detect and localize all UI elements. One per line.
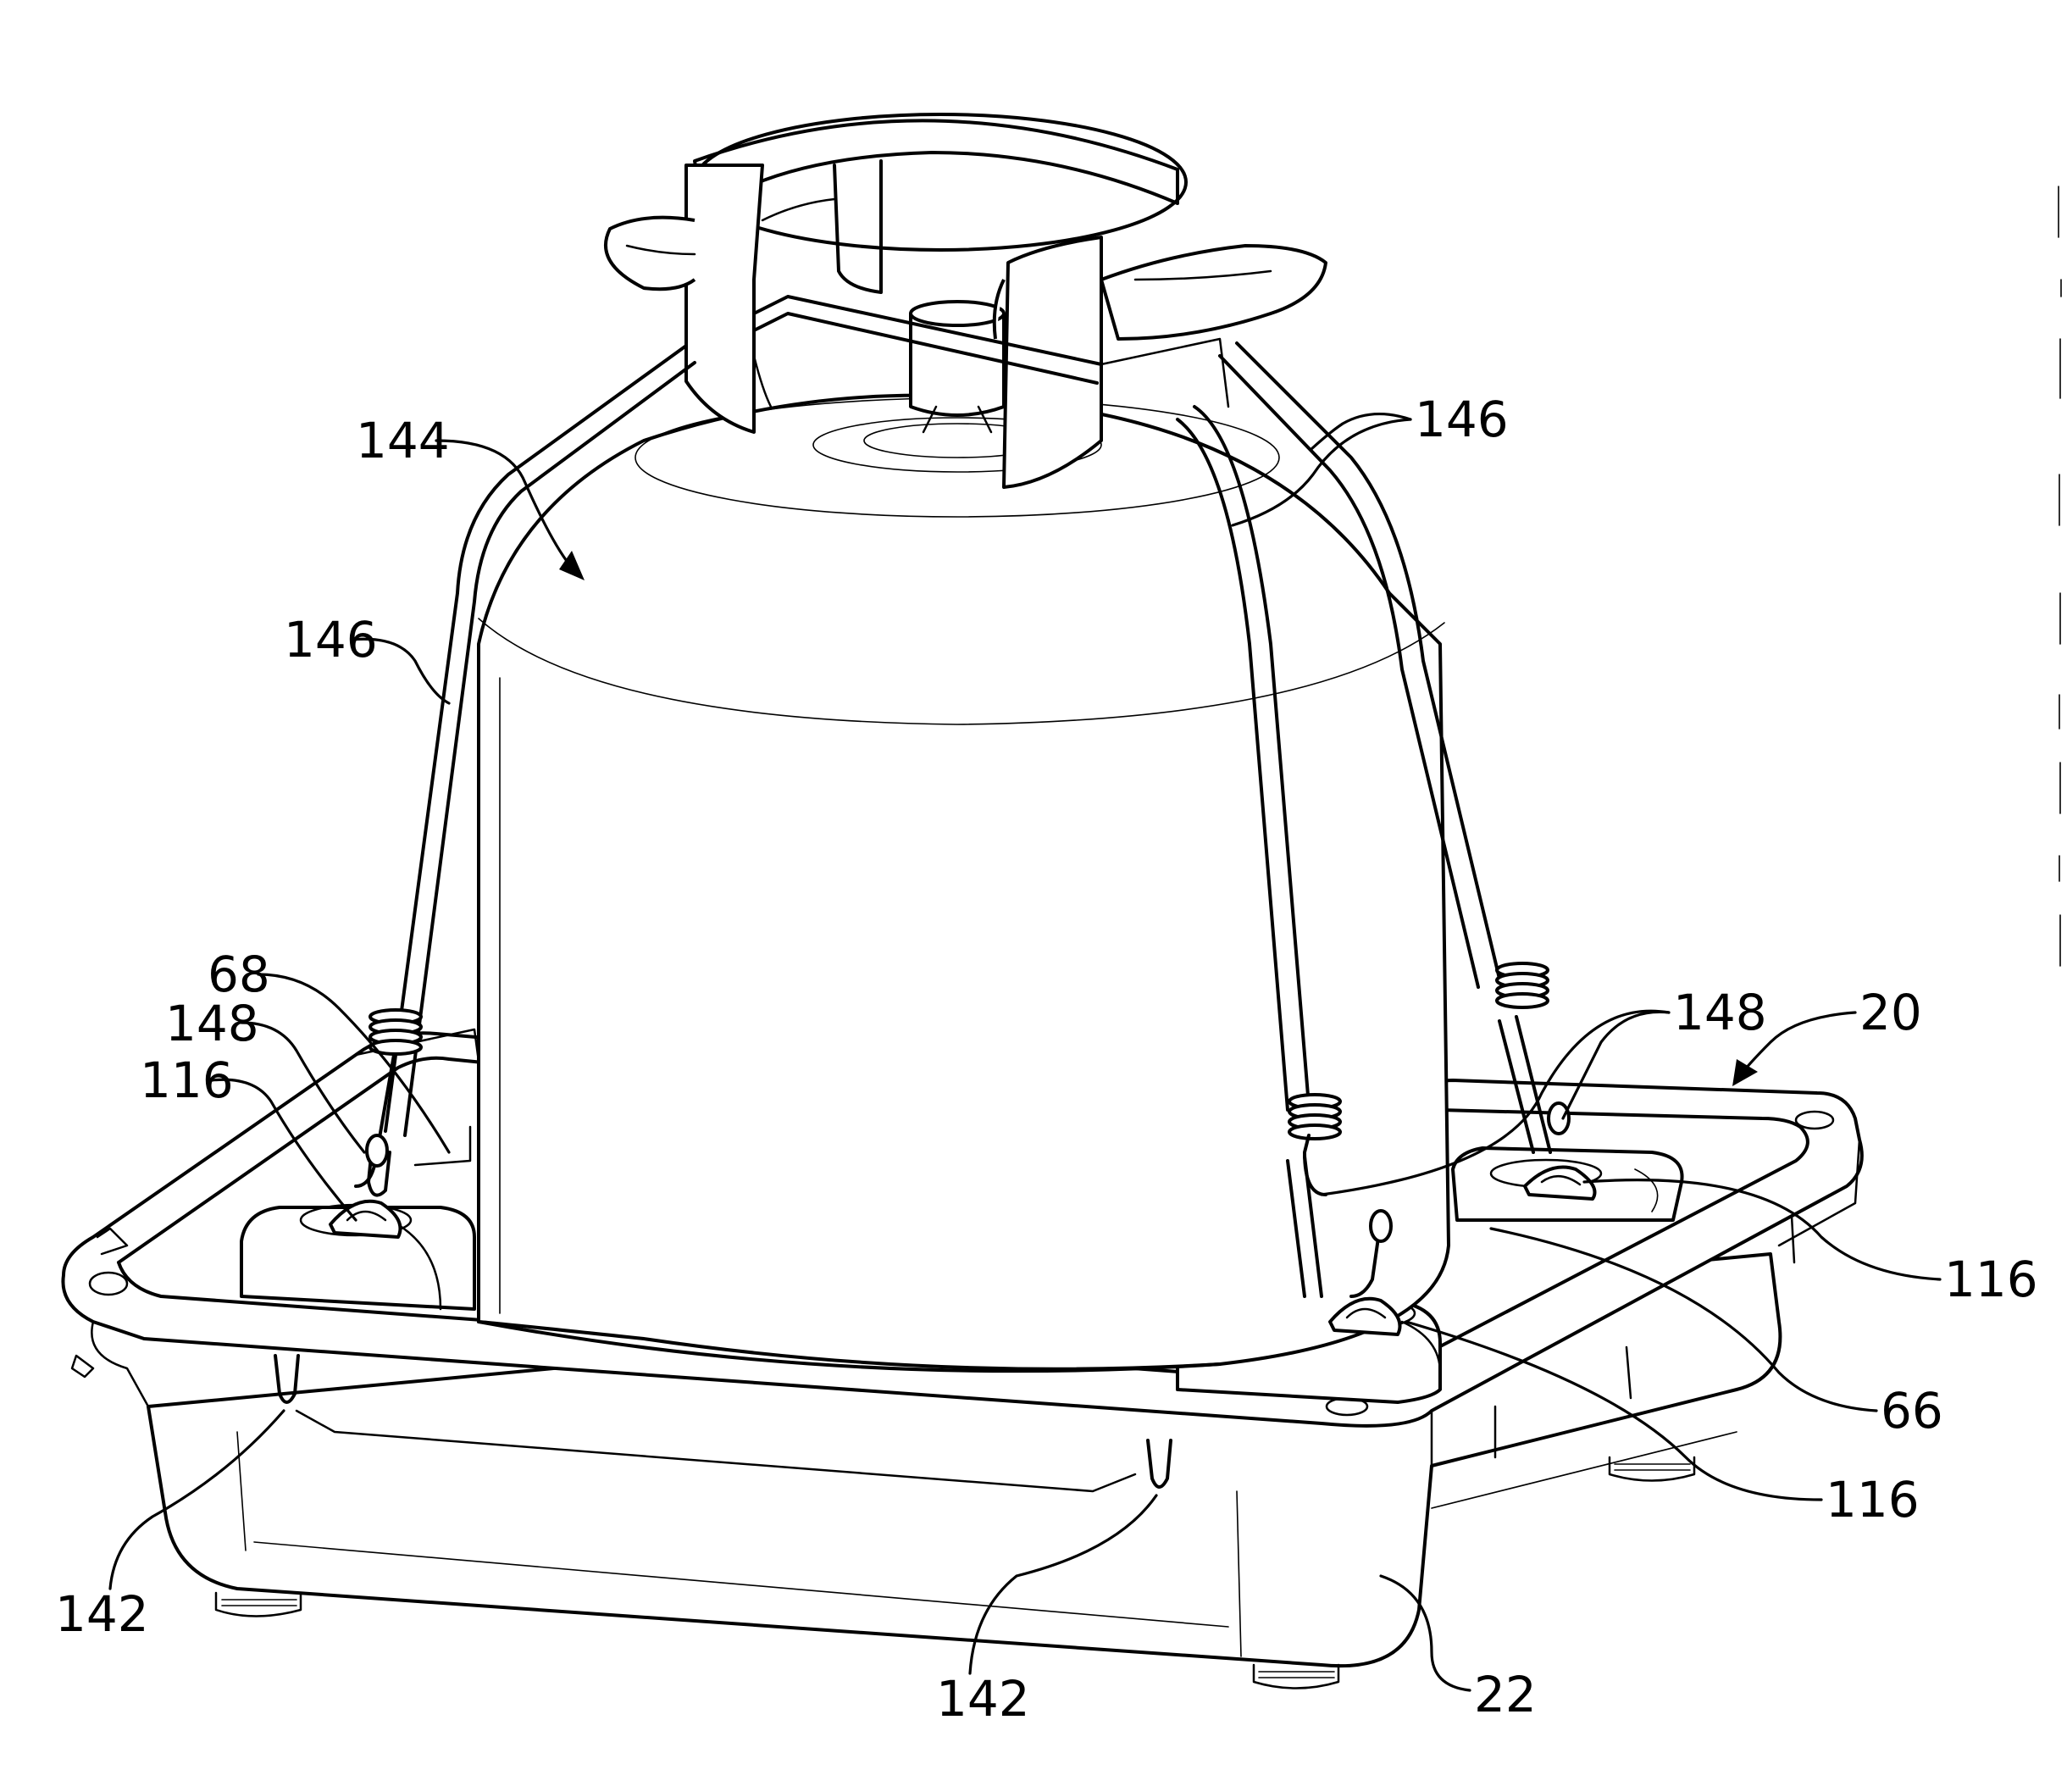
ref-66: 66: [1881, 1382, 1943, 1440]
arrow-20: [1732, 1059, 1758, 1086]
ref-148-right: 148: [1673, 984, 1767, 1041]
ref-146-left: 146: [284, 611, 378, 669]
ref-146-right: 146: [1415, 391, 1509, 448]
ref-22: 22: [1474, 1666, 1537, 1723]
ref-116-right-upper: 116: [1944, 1251, 2038, 1308]
ref-116-right-lower: 116: [1826, 1471, 1920, 1528]
ref-144: 144: [356, 412, 450, 469]
margin-marks: [2059, 186, 2061, 966]
ref-148-left: 148: [165, 995, 259, 1052]
ref-142-center: 142: [936, 1670, 1030, 1728]
ref-142-left: 142: [55, 1585, 149, 1643]
propane-tank: [479, 302, 1449, 1371]
ref-20: 20: [1859, 984, 1922, 1041]
ref-116-left: 116: [140, 1051, 234, 1109]
